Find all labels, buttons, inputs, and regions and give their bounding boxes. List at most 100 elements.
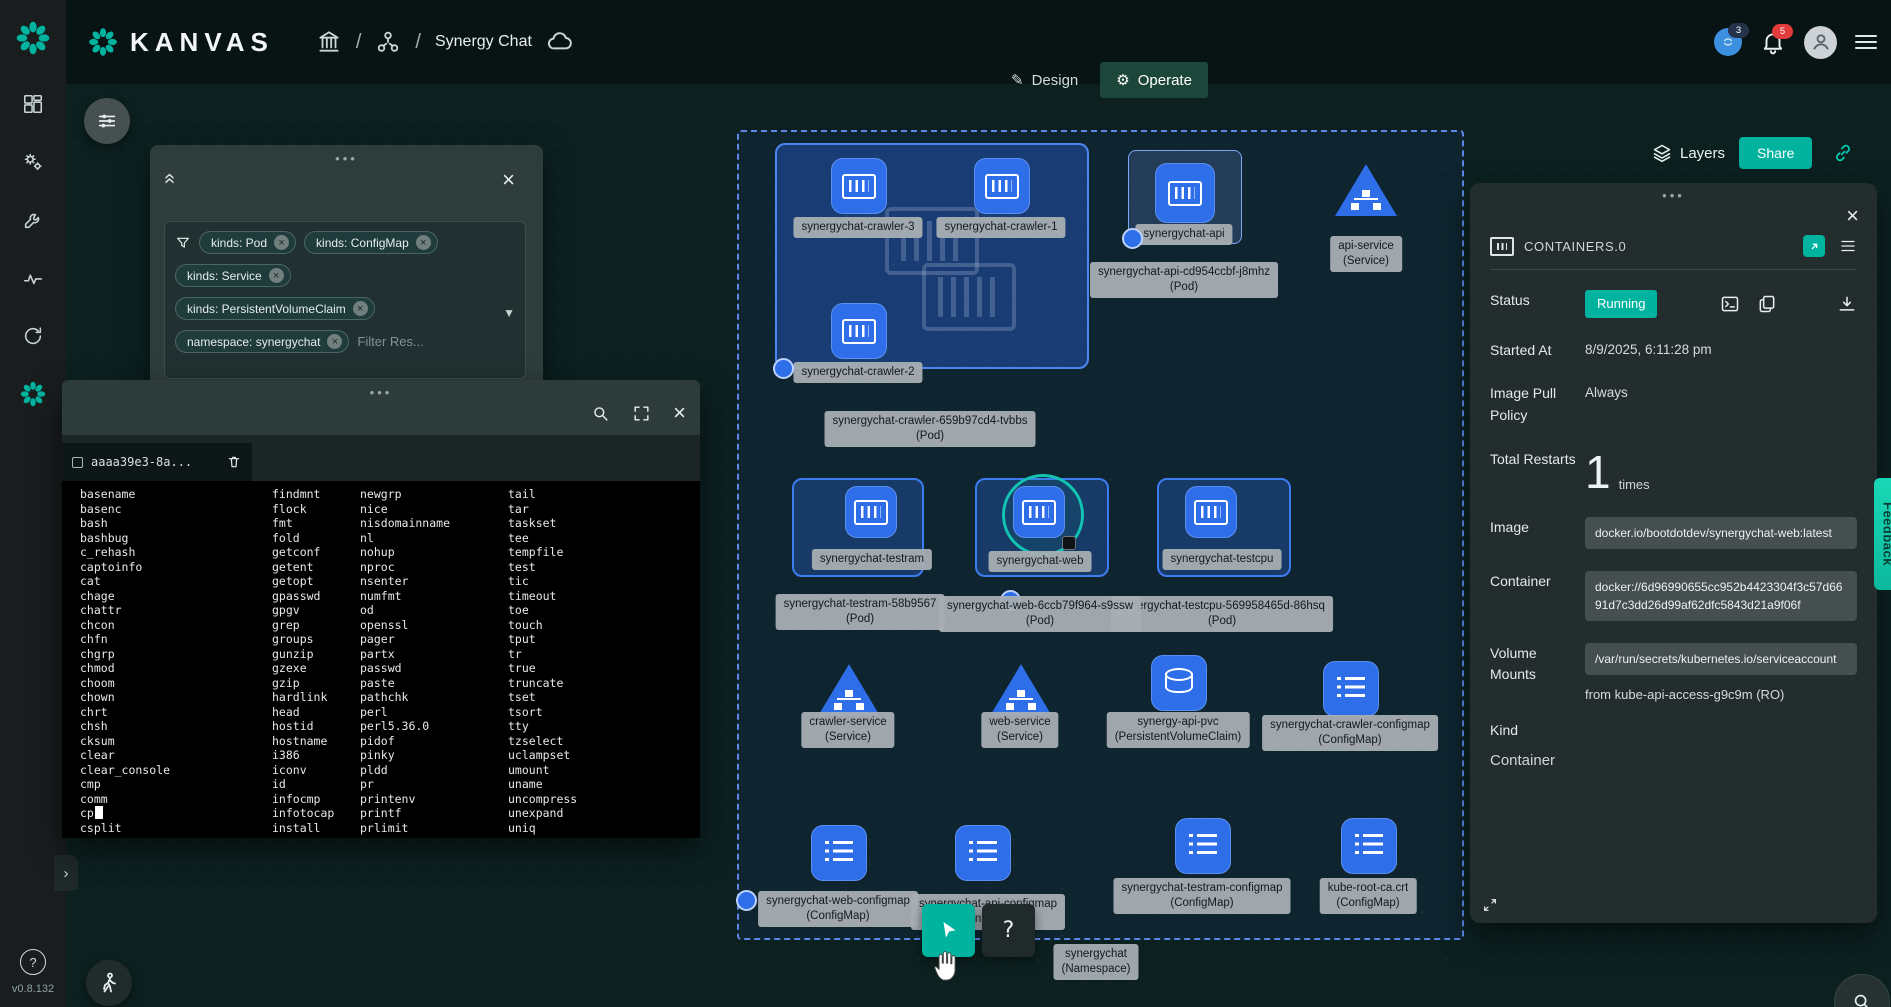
remove-chip-icon[interactable] [268, 268, 284, 283]
terminal-line: passwd [360, 661, 402, 675]
terminal-tab[interactable]: aaaa39e3-8a... [62, 443, 252, 481]
panel-drag-handle[interactable] [62, 385, 700, 400]
breadcrumb-separator: / [355, 30, 362, 53]
pvc-icon-synergy-api-pvc[interactable] [1151, 655, 1207, 711]
terminal-close-icon[interactable] [673, 402, 686, 424]
layers-button[interactable]: Layers [1652, 143, 1725, 163]
terminal-line: pldd [360, 762, 388, 777]
terminal-line: tzselect [508, 733, 564, 748]
terminal-line: nl [360, 530, 374, 545]
panel-drag-handle[interactable] [1470, 188, 1877, 203]
copy-link-button[interactable] [1826, 137, 1860, 169]
pod-icon-crawler-3[interactable] [831, 158, 887, 214]
panel-drag-handle[interactable] [150, 151, 543, 166]
organization-icon[interactable] [316, 29, 342, 55]
terminal-line: umount [508, 762, 550, 777]
close-details-icon[interactable] [1846, 205, 1859, 227]
share-button[interactable]: Share [1739, 137, 1813, 169]
expand-panel-icon[interactable] [1482, 897, 1498, 913]
filter-chip[interactable]: namespace: synergychat [175, 330, 350, 353]
terminal-search-icon[interactable] [591, 404, 610, 423]
selection-handle[interactable] [1062, 536, 1076, 550]
remove-chip-icon[interactable] [415, 235, 431, 250]
pod-icon-crawler-2[interactable] [831, 303, 887, 359]
remove-chip-icon[interactable] [274, 235, 290, 250]
service-label: web-service (Service) [981, 712, 1059, 748]
open-in-view-icon[interactable] [1803, 235, 1825, 257]
sidebar-logo-icon[interactable] [13, 18, 53, 58]
container-id-value[interactable]: docker://6d96990655cc952b4423304f3c57d66… [1585, 570, 1857, 621]
sidebar-item-performance[interactable] [15, 260, 51, 296]
image-value[interactable]: docker.io/bootdotdev/synergychat-web:lat… [1585, 516, 1857, 549]
filter-toggle-button[interactable] [84, 98, 130, 144]
list-view-icon[interactable] [1839, 237, 1857, 255]
filter-input[interactable]: Filter Res... [357, 334, 424, 349]
sidebar-item-lifecycle[interactable] [15, 144, 51, 180]
collapse-badge-icon[interactable] [773, 358, 794, 379]
terminal-line: true [508, 661, 536, 675]
configmap-icon-crawler-configmap[interactable] [1323, 661, 1379, 717]
configmap-icon-web-configmap[interactable] [811, 825, 867, 881]
terminal-line: tic [508, 574, 529, 588]
volume-mount-value[interactable]: /var/run/secrets/kubernetes.io/serviceac… [1585, 642, 1857, 675]
node-label: synergychat-testram [811, 549, 933, 570]
tour-walkthrough-button[interactable] [86, 960, 132, 1006]
pod-icon-web[interactable] [1013, 486, 1065, 538]
design-name[interactable]: Synergy Chat [434, 33, 532, 50]
tab-operate[interactable]: ⚙ Operate [1100, 62, 1208, 98]
sidebar-expand-chevron[interactable] [54, 855, 78, 891]
status-badge: Running [1585, 290, 1658, 318]
user-avatar[interactable] [1804, 25, 1837, 59]
configmap-icon-kube-root-ca[interactable] [1341, 818, 1397, 874]
node-synergychat-crawler-group[interactable] [775, 143, 1089, 369]
terminal-fullscreen-icon[interactable] [632, 404, 651, 423]
operate-gear-icon: ⚙ [1116, 71, 1130, 89]
pod-icon-testram[interactable] [845, 486, 897, 538]
namespace-label: synergychat (Namespace) [1053, 944, 1139, 980]
collapse-badge-icon[interactable] [1122, 228, 1143, 249]
remove-chip-icon[interactable] [327, 334, 343, 349]
terminal-line: pinky [360, 748, 395, 762]
download-icon[interactable] [1837, 294, 1857, 314]
collapse-badge-icon[interactable] [736, 890, 757, 911]
sidebar-item-configuration[interactable] [15, 202, 51, 238]
close-filter-icon[interactable] [502, 169, 515, 191]
menu-icon[interactable] [1855, 35, 1877, 49]
sidebar-item-kanvas-active[interactable] [15, 376, 51, 412]
pan-help-button[interactable]: ? [982, 904, 1035, 957]
pod-icon-crawler-1[interactable] [974, 158, 1030, 214]
terminal-tab-delete-icon[interactable] [226, 454, 242, 470]
pod-watermark-icon [922, 263, 1016, 331]
sidebar-item-extensions[interactable] [15, 318, 51, 354]
pod-label: synergychat-api-cd954ccbf-j8mhz (Pod) [1090, 262, 1278, 298]
logs-icon[interactable] [1757, 294, 1777, 314]
brand[interactable]: KANVAS [86, 25, 274, 59]
workspace-icon[interactable] [375, 29, 401, 55]
filter-criteria-box[interactable]: kinds: Pod kinds: ConfigMap kinds: Servi… [164, 221, 526, 379]
terminal-line: fold [272, 530, 300, 545]
collapse-panel-icon[interactable] [158, 173, 181, 184]
filter-chip[interactable]: kinds: Service [175, 264, 291, 287]
configmap-label: synergychat-crawler-configmap (ConfigMap… [1262, 715, 1438, 751]
extensions-bubble-icon[interactable]: 3 [1714, 23, 1749, 56]
select-mode-button[interactable] [922, 904, 975, 957]
filter-chip[interactable]: kinds: Pod [199, 231, 297, 254]
pod-icon-api[interactable] [1155, 163, 1215, 223]
filter-chip[interactable]: kinds: ConfigMap [304, 231, 438, 254]
tab-design[interactable]: ✎ Design [1011, 71, 1079, 89]
terminal-line: printenv [360, 791, 416, 806]
feedback-tab[interactable]: Feedback [1874, 478, 1891, 590]
dropdown-chevron-icon[interactable] [503, 306, 515, 320]
pod-icon-testcpu[interactable] [1185, 486, 1237, 538]
configmap-icon-testram-configmap[interactable] [1175, 818, 1231, 874]
remove-chip-icon[interactable] [352, 301, 368, 316]
notifications-bell[interactable]: 5 [1760, 24, 1793, 55]
configmap-icon-api-configmap[interactable] [955, 825, 1011, 881]
sidebar-item-dashboard[interactable] [15, 86, 51, 122]
exec-terminal-icon[interactable] [1720, 294, 1740, 314]
kind-row: Kind Container [1490, 722, 1556, 769]
filter-chip[interactable]: kinds: PersistentVolumeClaim [175, 297, 375, 320]
help-button[interactable]: ? [19, 949, 46, 975]
terminal-line: tty [508, 719, 529, 733]
